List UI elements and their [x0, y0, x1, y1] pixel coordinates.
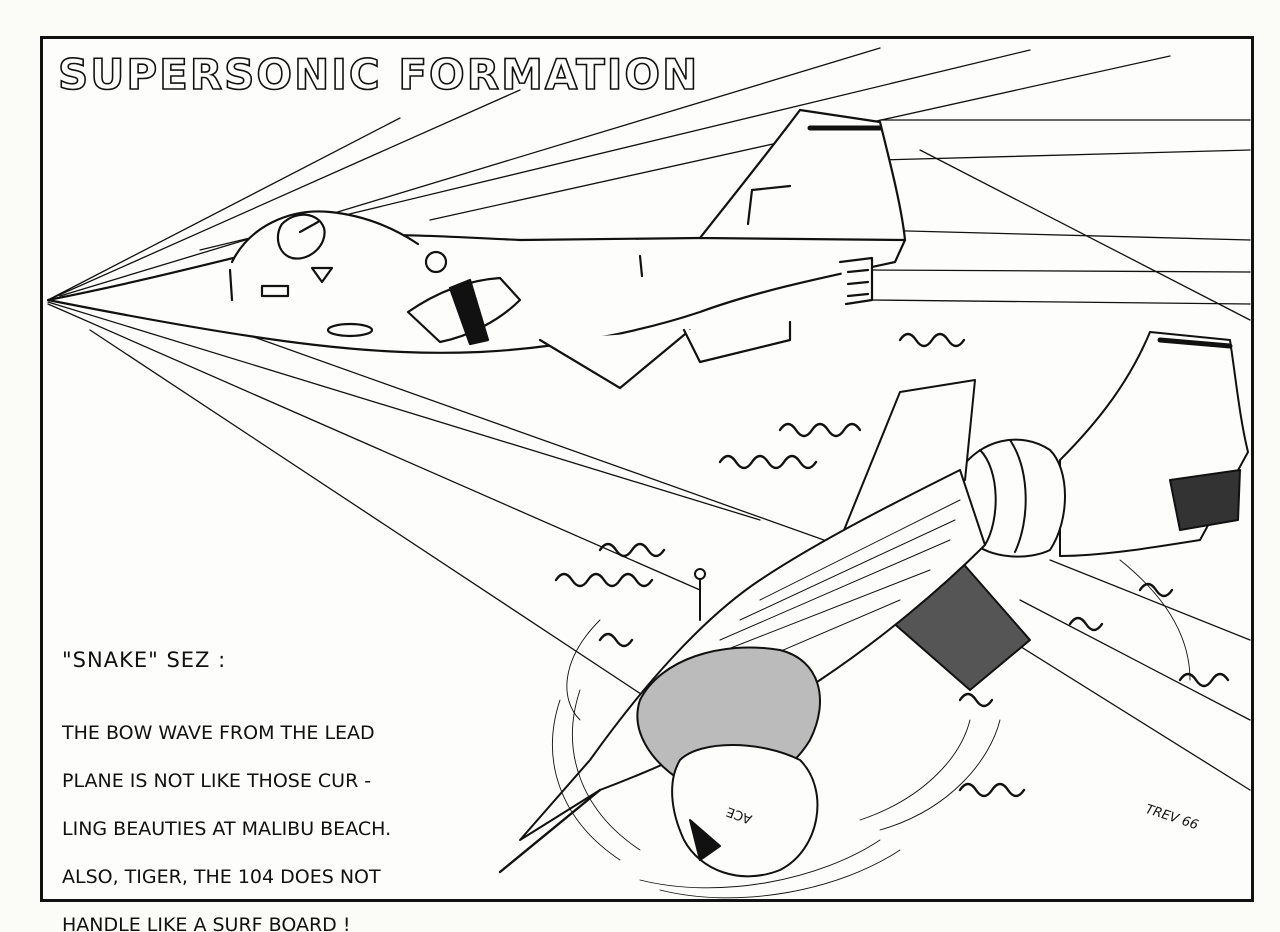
caption-body: THE BOW WAVE FROM THE LEAD PLANE IS NOT … [62, 697, 502, 932]
caption-line: LING BEAUTIES AT MALIBU BEACH. [62, 818, 392, 840]
shock-wave-lines [47, 47, 1251, 791]
caption-line: PLANE IS NOT LIKE THOSE CUR - [62, 770, 372, 792]
motion-swirls [552, 559, 1191, 899]
tumbling-aircraft [498, 331, 1249, 878]
caption-line: ALSO, TIGER, THE 104 DOES NOT [62, 866, 381, 888]
caption-heading: "SNAKE" SEZ : [62, 648, 227, 672]
cartoon-title: SUPERSONIC FORMATION [57, 50, 700, 99]
caption-line: HANDLE LIKE A SURF BOARD ! [62, 914, 351, 932]
wavy-turbulence-lines [554, 332, 1230, 798]
lead-aircraft [46, 108, 907, 390]
caption-line: THE BOW WAVE FROM THE LEAD [62, 722, 375, 744]
